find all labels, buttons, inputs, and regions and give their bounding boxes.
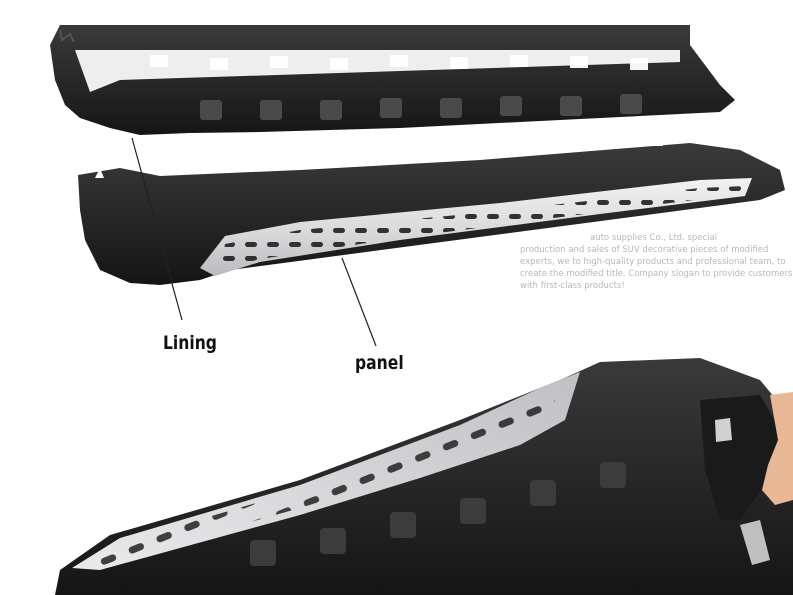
step-board <box>78 136 785 285</box>
panel-leader-line <box>341 257 377 347</box>
closeup-photo <box>0 358 793 595</box>
watermark-line: with first-class products! <box>520 281 625 291</box>
watermark-line: production and sales of SUV decorative p… <box>520 245 769 255</box>
watermark-text: auto supplies Co., Ltd. special producti… <box>520 232 793 292</box>
watermark-line: create the modified title. Company sloga… <box>520 269 793 279</box>
lining-label: Lining <box>163 332 217 354</box>
lining-leader-line <box>131 137 183 321</box>
hand <box>762 392 793 505</box>
lining-part <box>50 25 735 135</box>
watermark-line: experts, we to high-quality products and… <box>520 257 786 267</box>
watermark-line: auto supplies Co., Ltd. special <box>590 233 718 243</box>
panel-label: panel <box>355 352 404 374</box>
